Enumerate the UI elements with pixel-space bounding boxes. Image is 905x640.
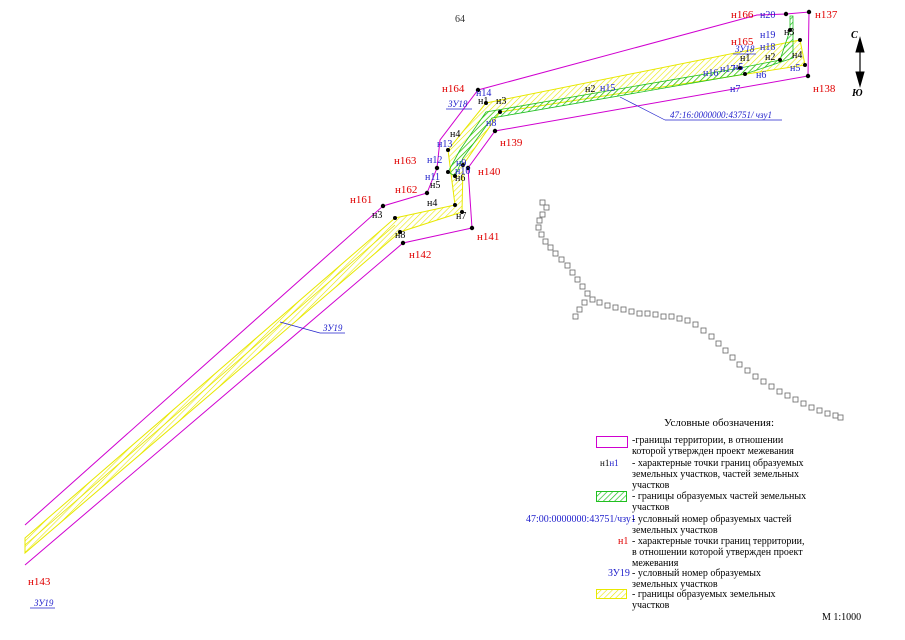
legend-territory-point-sample: н1	[618, 536, 629, 547]
svg-text:н1: н1	[478, 96, 488, 107]
svg-text:н1: н1	[740, 53, 750, 64]
svg-text:н8: н8	[486, 118, 496, 129]
svg-text:н19: н19	[760, 30, 775, 41]
label-n163: н163	[394, 155, 417, 167]
legend-part-id-sample: 47:00:0000000:43751/чзу1	[526, 514, 636, 525]
legend-item-part-id: - условный номер образуемых частей земел…	[632, 514, 792, 536]
territory-point-markers	[380, 9, 812, 246]
label-n140: н140	[478, 166, 501, 178]
svg-text:н4: н4	[450, 129, 460, 140]
svg-text:н12: н12	[427, 155, 442, 166]
svg-text:н6: н6	[455, 173, 465, 184]
compass-south-label: Ю	[852, 88, 863, 99]
label-n137: н137	[815, 9, 838, 21]
svg-text:н4: н4	[792, 50, 802, 61]
svg-text:н10: н10	[455, 166, 470, 177]
svg-text:н2: н2	[765, 52, 775, 63]
svg-text:н11: н11	[425, 172, 440, 183]
label-n166: н166	[731, 9, 754, 21]
part-strip-green	[447, 15, 794, 177]
legend-point-blue-label: н1	[609, 458, 619, 468]
svg-text:ЗУ18: ЗУ18	[735, 44, 755, 54]
svg-text:н7: н7	[730, 84, 740, 95]
legend-swatch-territory	[596, 436, 628, 448]
svg-text:47:16:0000000:43751/ чзу1: 47:16:0000000:43751/ чзу1	[670, 110, 772, 120]
legend-item-parcel-id: - условный номер образуемых земельных уч…	[632, 568, 761, 590]
legend-title: Условные обозначения:	[664, 417, 775, 429]
parcel-point-labels-black: н3 н8 н4 н7 н5 н6 н4 н1 н3 н2 н1 н2 н3 н…	[372, 27, 802, 241]
legend-parcel-id-sample: ЗУ19	[608, 568, 630, 579]
svg-text:ЗУ18: ЗУ18	[448, 99, 468, 109]
legend-swatch-green-hatch	[596, 491, 627, 502]
territory-labels: н161 н162 н163 н164 н139 н140 н141 н142 …	[28, 9, 838, 588]
legend-item-territory: -границы территории, в отношении которой…	[632, 435, 794, 457]
label-n162: н162	[395, 184, 417, 196]
svg-text:н5: н5	[790, 63, 800, 74]
svg-text:ЗУ19: ЗУ19	[323, 323, 343, 333]
legend-item-territory-points: - характерные точки границ территории, в…	[632, 536, 805, 569]
svg-text:н6: н6	[756, 70, 766, 81]
legend-swatch-points: н1н1	[600, 458, 619, 468]
legend-item-green-hatch: - границы образуемых частей земельных уч…	[632, 491, 807, 513]
label-n138: н138	[813, 83, 836, 95]
svg-text:н13: н13	[437, 139, 452, 150]
label-n142: н142	[409, 249, 431, 261]
svg-text:н16: н16	[703, 68, 718, 79]
parcel-id-labels: ЗУ19 ЗУ19 ЗУ18 ЗУ18 47:16:0000000:43751/…	[30, 44, 782, 609]
svg-text:н3: н3	[496, 96, 506, 107]
svg-text:н2: н2	[585, 84, 595, 95]
label-n165: н165	[731, 36, 754, 48]
svg-text:н3: н3	[784, 27, 794, 38]
svg-text:н5: н5	[733, 62, 743, 73]
scale-label: М 1:1000	[822, 612, 862, 623]
legend-point-black-label: н1	[600, 458, 610, 468]
north-arrow-icon	[855, 36, 865, 88]
svg-text:ЗУ19: ЗУ19	[34, 598, 54, 608]
svg-text:н15: н15	[600, 83, 615, 94]
svg-text:н9: н9	[456, 158, 466, 169]
svg-text:н20: н20	[760, 10, 775, 21]
svg-text:н14: н14	[476, 88, 491, 99]
label-n141: н141	[477, 231, 499, 243]
svg-text:н17: н17	[720, 64, 735, 75]
legend-item-yellow-hatch: - границы образуемых земельных участков	[632, 589, 776, 611]
svg-text:н3: н3	[372, 210, 382, 221]
svg-text:н7: н7	[456, 211, 466, 222]
legend-swatch-yellow-hatch	[596, 589, 627, 599]
parcel-point-labels-blue: н14 н8 н13 н12 н9 н10 н11 н15 н16 н17 н5…	[425, 10, 800, 183]
label-n161: н161	[350, 194, 372, 206]
svg-text:н18: н18	[760, 42, 775, 53]
svg-text:н5: н5	[430, 180, 440, 191]
svg-text:н4: н4	[427, 198, 437, 209]
label-n143: н143	[28, 576, 51, 588]
page-number: 64	[455, 14, 465, 25]
legend-item-points: - характерные точки границ образуемых зе…	[632, 458, 804, 491]
label-n164: н164	[442, 83, 465, 95]
label-n139: н139	[500, 137, 523, 149]
compass-north-label: С	[851, 30, 858, 41]
road-squares	[535, 199, 844, 421]
svg-text:н8: н8	[395, 230, 405, 241]
